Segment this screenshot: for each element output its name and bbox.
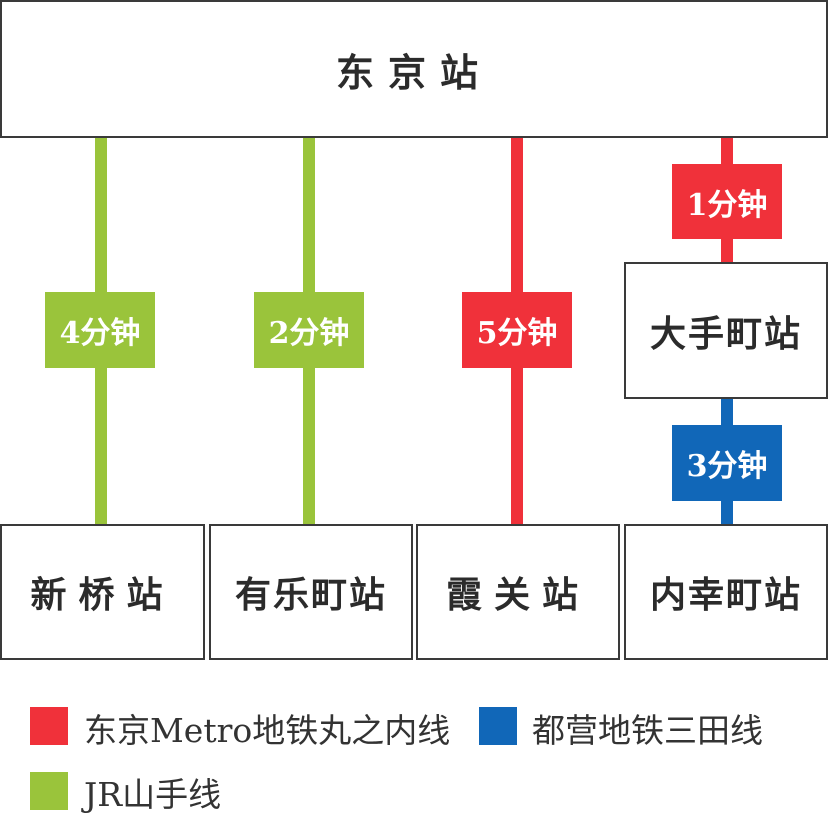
station-otemachi: 大手町站 <box>624 262 828 399</box>
station-kasumigaseki: 霞关站 <box>416 524 620 660</box>
time-badge-kasumigaseki: 5分钟 <box>462 292 572 368</box>
time-badge-yurakucho: 2分钟 <box>254 292 364 368</box>
legend-swatch-metro <box>30 707 68 745</box>
time-badge-otemachi: 1分钟 <box>672 164 782 239</box>
station-tokyo: 东京站 <box>0 0 828 138</box>
station-shinbashi: 新桥站 <box>0 524 205 660</box>
legend-label-jr: JR山手线 <box>84 775 222 814</box>
time-badge-shinbashi: 4分钟 <box>45 292 155 368</box>
time-badge-uchisaiwaicho: 3分钟 <box>672 425 782 501</box>
legend-label-metro: 东京Metro地铁丸之内线 <box>84 711 451 750</box>
legend-swatch-jr <box>30 772 68 810</box>
legend-swatch-toei <box>479 707 517 745</box>
station-yurakucho: 有乐町站 <box>209 524 413 660</box>
station-uchisaiwaicho: 内幸町站 <box>624 524 828 660</box>
legend-label-toei: 都营地铁三田线 <box>532 711 763 750</box>
